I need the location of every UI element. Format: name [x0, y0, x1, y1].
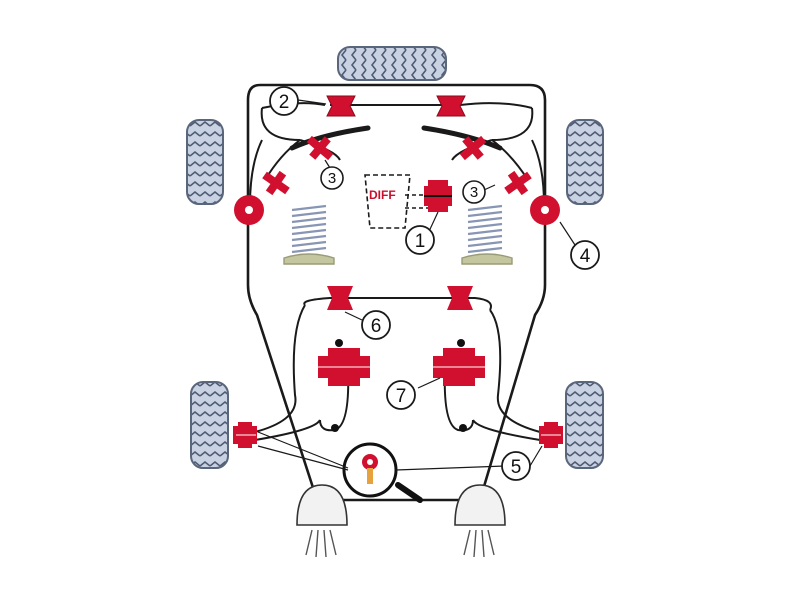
callout-7: 7	[386, 380, 416, 410]
bush-rear-mount-right	[433, 339, 485, 386]
bush-arm-upper-left	[306, 135, 334, 161]
front-anti-roll-bar	[289, 125, 503, 151]
callout-1-label: 1	[415, 231, 426, 252]
callout-leaders	[257, 99, 576, 471]
bush-rear-top-right	[447, 286, 473, 310]
callout-5-label: 5	[511, 457, 522, 478]
bush-arm-lower-right	[504, 170, 532, 196]
callout-3-right: 3	[462, 180, 486, 204]
hub-bush-front-right	[530, 195, 560, 225]
rear-subframe	[254, 297, 541, 441]
bush-arm-lower-left	[262, 170, 290, 196]
bush-rear-hub-left	[233, 422, 257, 448]
callout-6: 6	[361, 310, 391, 340]
callout-2-label: 2	[279, 92, 290, 113]
bush-rear-hub-right	[539, 422, 563, 448]
tyre-rear-right	[565, 381, 604, 469]
bush-front-top-left	[326, 95, 356, 117]
callout-3-left: 3	[320, 166, 344, 190]
callout-2: 2	[269, 86, 299, 116]
spring-front-left	[283, 204, 335, 265]
bush-rear-top-left	[327, 286, 353, 310]
magnifier-inset	[342, 442, 423, 503]
bush-arm-upper-right	[459, 135, 487, 161]
front-subframe	[249, 102, 545, 206]
callout-3-right-label: 3	[470, 184, 478, 201]
callout-6-label: 6	[371, 316, 382, 337]
headlight-right	[454, 484, 506, 558]
tyre-front-right	[566, 119, 604, 205]
tyre-top-spare	[337, 46, 447, 81]
bush-diff-mount	[424, 180, 452, 212]
callout-3-left-label: 3	[328, 170, 336, 187]
spring-front-right	[461, 204, 513, 265]
hub-bush-front-left	[234, 195, 264, 225]
callout-5: 5	[501, 451, 531, 481]
tyre-front-left	[186, 119, 224, 205]
bush-front-top-right	[436, 95, 466, 117]
callout-4-label: 4	[580, 246, 591, 267]
bush-rear-mount-left	[318, 339, 370, 386]
headlight-left	[296, 484, 348, 558]
callout-1: 1	[405, 225, 435, 255]
callout-7-label: 7	[396, 386, 407, 407]
diff-label: DIFF	[369, 188, 396, 202]
differential: DIFF	[364, 174, 428, 229]
callout-4: 4	[570, 240, 600, 270]
tyre-rear-left	[190, 381, 229, 469]
